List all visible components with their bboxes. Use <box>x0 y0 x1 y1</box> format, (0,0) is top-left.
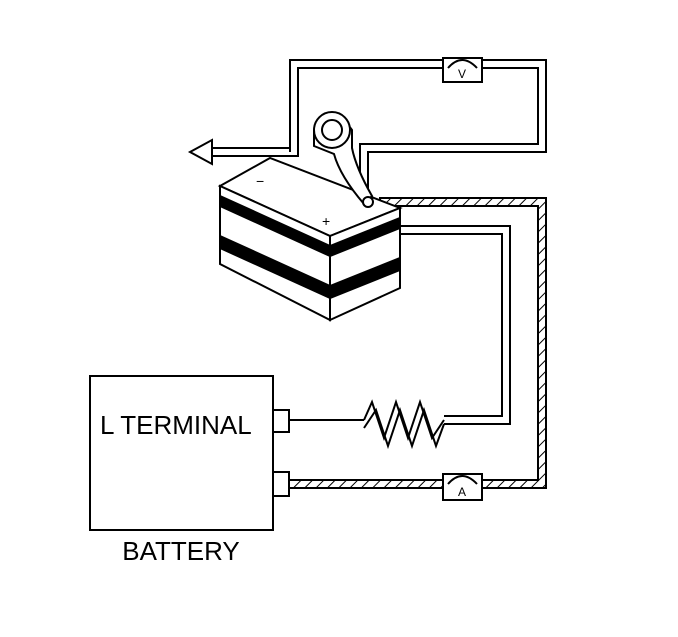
battery-isometric: − + <box>217 156 403 322</box>
generator-box: L TERMINAL <box>89 375 290 531</box>
ammeter: A <box>442 473 483 501</box>
voltmeter-lead <box>289 59 547 196</box>
l-terminal-label: L TERMINAL <box>100 410 252 440</box>
voltmeter-label: V <box>458 67 466 81</box>
b-terminal-connector <box>272 471 290 497</box>
negative-terminal-mark: − <box>256 173 264 189</box>
arrow-icon <box>187 138 213 166</box>
resistor-lead <box>289 225 511 425</box>
junction-node <box>362 196 374 208</box>
battery-label: BATTERY <box>122 536 240 566</box>
l-terminal-connector <box>272 409 290 433</box>
resistor <box>363 398 445 450</box>
ammeter-label: A <box>458 485 466 499</box>
positive-terminal-mark: + <box>322 213 330 229</box>
battery-terminal-post <box>313 111 374 208</box>
voltmeter: V <box>442 57 483 83</box>
negative-lead <box>187 138 299 166</box>
